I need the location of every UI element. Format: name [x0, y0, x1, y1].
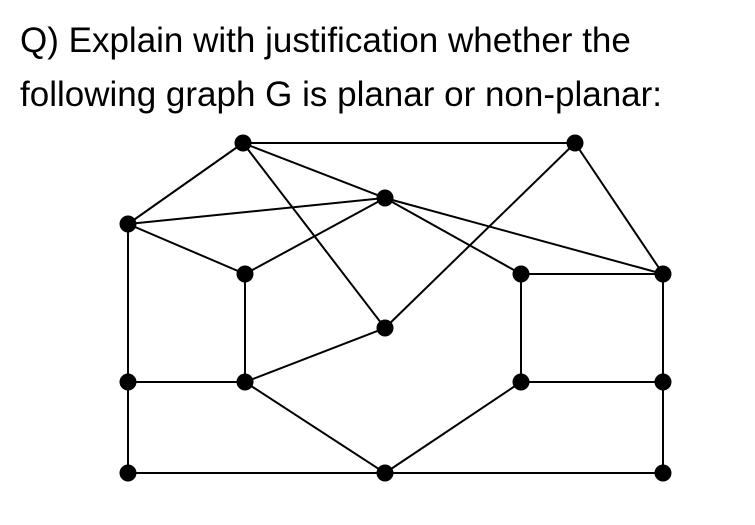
graph-vertices — [119, 134, 672, 482]
vertex-v9 — [512, 265, 530, 283]
vertex-v15 — [654, 464, 672, 482]
vertex-v5 — [236, 265, 254, 283]
vertex-v7 — [376, 319, 394, 337]
edge-v2-v6 — [574, 142, 664, 275]
edge-v4-v9 — [384, 197, 522, 275]
question-line-2: following graph G is planar or non-plana… — [20, 75, 663, 114]
question-line-1: Q) Explain with justification whether th… — [20, 21, 631, 60]
vertex-v8 — [119, 373, 137, 391]
edge-v4-v5 — [244, 197, 386, 275]
edge-v2-v7 — [384, 142, 576, 329]
edge-v4-v6 — [384, 197, 664, 275]
vertex-v4 — [376, 189, 394, 207]
vertex-v6 — [654, 265, 672, 283]
edge-v10-v13 — [244, 381, 386, 474]
edge-v12-v13 — [384, 381, 522, 474]
question-text: Q) Explain with justification whether th… — [20, 14, 750, 122]
vertex-v3 — [119, 215, 137, 233]
edge-v1-v4 — [242, 142, 386, 199]
edge-v3-v5 — [127, 223, 246, 275]
graph-edges — [127, 142, 664, 474]
vertex-v1 — [234, 134, 252, 152]
vertex-v2 — [566, 134, 584, 152]
vertex-v12 — [512, 373, 530, 391]
vertex-v10 — [236, 373, 254, 391]
vertex-v11 — [119, 464, 137, 482]
edge-v7-v10 — [244, 327, 386, 383]
vertex-v14 — [654, 373, 672, 391]
edge-v1-v3 — [127, 142, 244, 225]
vertex-v13 — [376, 464, 394, 482]
edge-v3-v4 — [127, 197, 386, 225]
